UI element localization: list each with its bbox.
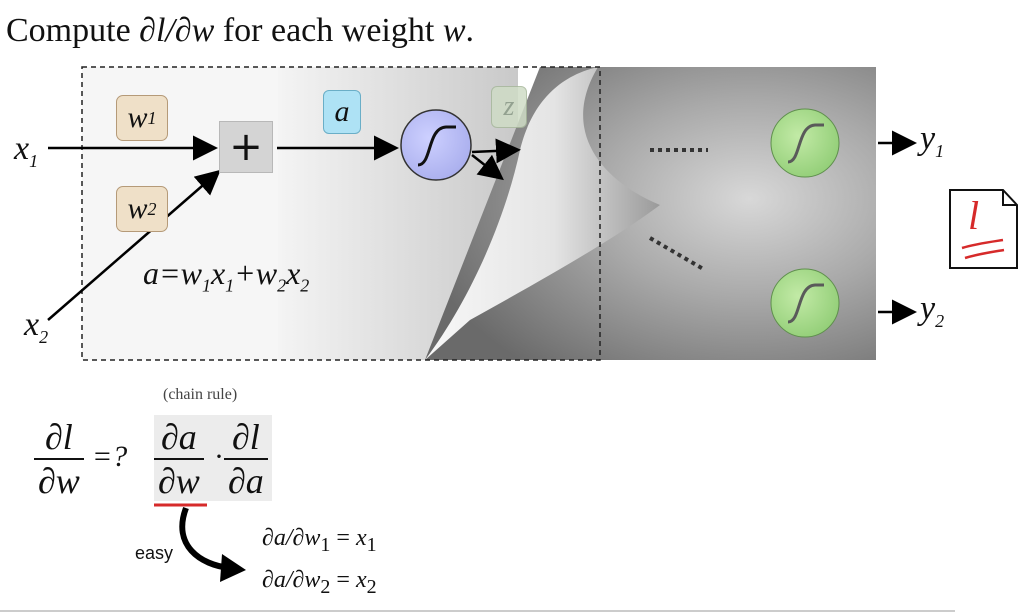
x2-to-sum-arrow xyxy=(47,169,221,321)
result-w2: ∂a/∂w2 = x2 xyxy=(262,567,377,598)
sigmoid-out-arrow-1 xyxy=(471,138,521,164)
loss-note-icon xyxy=(949,189,1018,269)
page-title: Compute ∂l/∂w for each weight w. xyxy=(6,12,474,49)
page-curl xyxy=(425,67,660,360)
equals-question: =? xyxy=(92,440,128,473)
dl-da-fraction: ∂l∂a xyxy=(224,418,268,500)
loss-note-letter: l xyxy=(968,193,980,238)
sum-equation: a=w1x1+w2x2 xyxy=(143,255,310,296)
z-node-label: z xyxy=(491,86,527,128)
sum-node: + xyxy=(219,121,273,173)
easy-arrowhead xyxy=(220,554,246,582)
input-x1-label: x1 xyxy=(14,130,39,171)
easy-label: easy xyxy=(135,543,174,563)
output-node-2 xyxy=(770,268,840,338)
a-node-label: a xyxy=(323,90,361,134)
easy-curved-arrow xyxy=(179,506,231,571)
output-sigmoid-icon-1 xyxy=(787,123,824,164)
output-node-1 xyxy=(770,108,840,178)
sigmoid-out-arrow-2 xyxy=(471,154,504,181)
output-sigmoid-icon-2 xyxy=(787,283,824,324)
loss-note-fold xyxy=(1002,190,1017,206)
da-dw-fraction: ∂a∂w xyxy=(154,418,204,500)
output-y1-label: y1 xyxy=(920,120,945,161)
chain-rule-caption: (chain rule) xyxy=(163,386,238,403)
sigmoid-icon xyxy=(417,125,456,167)
hidden-layers-dots-2 xyxy=(648,236,707,272)
result-w1: ∂a/∂w1 = x1 xyxy=(262,525,377,556)
panel-light-area xyxy=(82,67,278,360)
dl-dw-fraction: ∂l∂w xyxy=(34,418,84,500)
output-y2-label: y2 xyxy=(920,290,945,331)
multiply-dot: · xyxy=(214,440,224,473)
sigmoid-node xyxy=(400,109,472,181)
loss-note-scribble xyxy=(961,238,1005,260)
input-x2-label: x2 xyxy=(24,306,49,347)
